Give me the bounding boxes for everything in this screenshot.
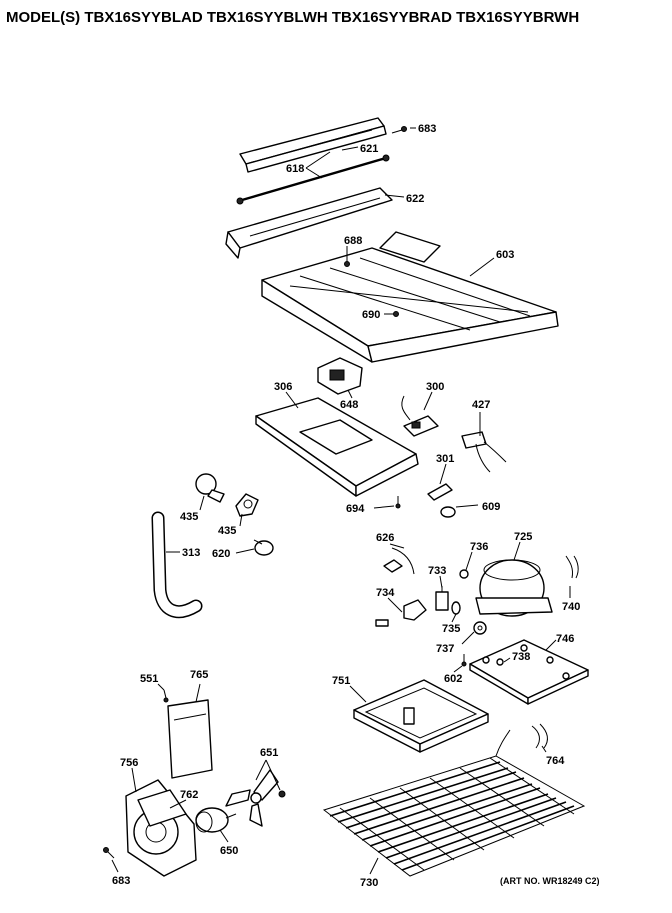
callout-738: 738 (512, 651, 530, 663)
callout-683-bottom: 683 (112, 875, 130, 887)
part-683-screw-bottom (103, 847, 115, 859)
callout-733: 733 (428, 565, 446, 577)
part-313-drain-tube (151, 511, 203, 618)
part-306-control-housing (255, 397, 419, 497)
part-764-clip (531, 723, 548, 749)
callout-746: 746 (556, 633, 574, 645)
part-735-clip (451, 601, 461, 615)
callout-694: 694 (346, 503, 365, 515)
part-737-grommet (473, 621, 487, 635)
callout-300: 300 (426, 381, 444, 393)
part-427-harness (461, 426, 507, 473)
callout-435-holder: 435 (218, 525, 236, 537)
callout-313: 313 (182, 547, 200, 559)
part-683-screw-top (391, 126, 407, 134)
callout-650: 650 (220, 845, 238, 857)
part-626-cord (383, 547, 415, 575)
callout-740: 740 (562, 601, 580, 613)
part-751-drain-pan (353, 679, 489, 753)
callout-756: 756 (120, 757, 138, 769)
diagram-title: MODEL(S) TBX16SYYBLAD TBX16SYYBLWH TBX16… (6, 9, 579, 26)
part-688-screw (344, 246, 350, 267)
callout-621: 621 (360, 143, 378, 155)
callout-622: 622 (406, 193, 424, 205)
part-733-relay (435, 586, 449, 611)
callout-683: 683 (418, 123, 436, 135)
callout-765: 765 (190, 669, 208, 681)
callout-651: 651 (260, 747, 278, 759)
callout-730: 730 (360, 877, 378, 889)
callout-427: 427 (472, 399, 490, 411)
art-number: (ART NO. WR18249 C2) (500, 876, 600, 886)
part-736-clip (459, 569, 469, 579)
callout-736: 736 (470, 541, 488, 553)
callout-301: 301 (436, 453, 454, 465)
part-694-screw (395, 496, 401, 509)
callout-725: 725 (514, 531, 532, 543)
callout-737: 737 (436, 643, 454, 655)
part-618-rod (236, 154, 390, 205)
part-435-lamp-holder (235, 493, 259, 517)
part-551-screw (163, 689, 169, 703)
callout-734: 734 (376, 587, 395, 599)
callout-435-bulb: 435 (180, 511, 198, 523)
callout-618: 618 (286, 163, 304, 175)
part-734-overload (375, 599, 427, 627)
callout-751: 751 (332, 675, 350, 687)
callout-735: 735 (442, 623, 460, 635)
part-648-control (317, 357, 363, 395)
part-765-shield (167, 699, 213, 779)
part-609-clip (440, 506, 456, 518)
part-602-screw (461, 654, 467, 667)
part-435-lamp-bulb (195, 473, 225, 503)
part-746-base-plate (469, 639, 589, 705)
callout-306: 306 (274, 381, 292, 393)
part-740-bracket (565, 555, 579, 579)
part-650-fan-motor (195, 807, 237, 833)
part-690-screw (384, 311, 399, 317)
callout-648: 648 (340, 399, 358, 411)
callout-762: 762 (180, 789, 198, 801)
part-300-switch (401, 395, 439, 437)
callout-551: 551 (140, 673, 158, 685)
callout-688: 688 (344, 235, 362, 247)
callout-620: 620 (212, 548, 230, 560)
part-622-channel (225, 187, 393, 259)
callout-626: 626 (376, 532, 394, 544)
part-730-condenser (322, 729, 586, 877)
part-651-fan-blade (225, 769, 286, 827)
part-762-motor-bracket (137, 789, 187, 827)
callout-764: 764 (546, 755, 565, 767)
callout-690: 690 (362, 309, 380, 321)
callout-603: 603 (496, 249, 514, 261)
part-301-socket (427, 483, 453, 501)
callout-609: 609 (482, 501, 500, 513)
part-620-cap (253, 539, 274, 556)
part-621-bracket (239, 117, 387, 173)
part-603-shelf (261, 231, 559, 363)
callout-602: 602 (444, 673, 462, 685)
part-725-compressor (475, 559, 553, 617)
part-738-grommet (496, 658, 504, 666)
